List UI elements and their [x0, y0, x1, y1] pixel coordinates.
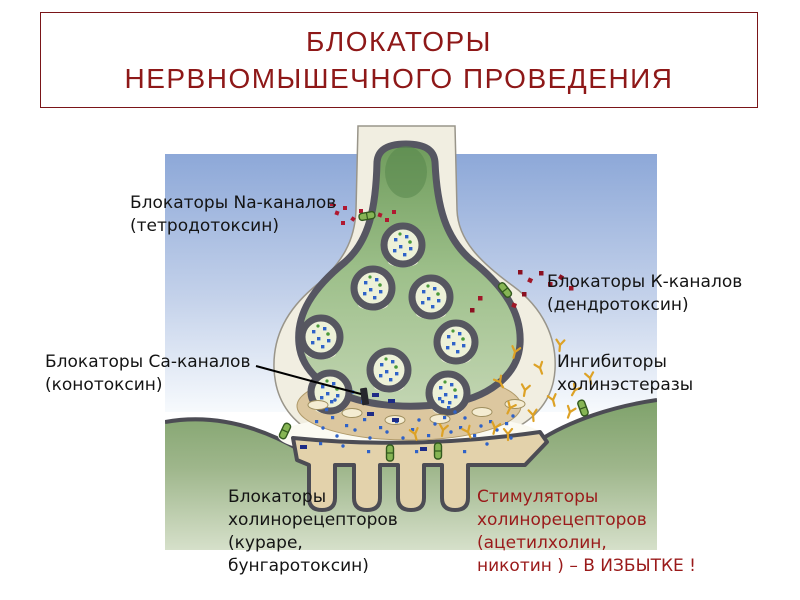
- label-line: Стимуляторы: [477, 487, 599, 507]
- synaptic-vesicle-icon: [437, 323, 475, 364]
- synaptic-vesicle-icon: [302, 318, 340, 359]
- synaptic-vesicle-icon: [370, 351, 408, 392]
- acetylcholine-receptor-icon: [433, 442, 443, 460]
- muscle-membrane-right: [535, 398, 657, 444]
- label-line: (дендротоксин): [547, 295, 689, 315]
- title-line-1: БЛОКАТОРЫ: [306, 26, 492, 57]
- synaptic-vesicle-icon: [354, 269, 392, 310]
- label-cholinoreceptor-blockers: Блокаторы холинорецепторов (кураре, бунг…: [228, 486, 398, 578]
- axon-shade: [385, 146, 427, 198]
- label-ca-channel-blockers: Блокаторы Са-каналов (конотоксин): [45, 351, 250, 397]
- label-line: (ацетилхолин,: [477, 533, 607, 553]
- label-line: Ингибиторы: [557, 352, 667, 372]
- label-line: холинорецепторов: [228, 510, 398, 530]
- postsynaptic-membrane-folds: [291, 430, 549, 512]
- tetrodotoxin-dots: [330, 204, 396, 225]
- synaptic-vesicle-icon: [412, 278, 450, 319]
- label-line: холинорецепторов: [477, 510, 647, 530]
- label-line: Блокаторы Са-каналов: [45, 352, 251, 372]
- label-na-channel-blockers: Блокаторы Na-каналов (тетродотоксин): [130, 192, 336, 238]
- synapse-diagram: [165, 125, 657, 550]
- label-line: (конотоксин): [45, 375, 163, 395]
- dendrotoxin-dots: [470, 270, 574, 313]
- calcium-channel-icon: [360, 387, 370, 406]
- label-cholinoreceptor-stimulators: Стимуляторы холинорецепторов (ацетилхоли…: [477, 486, 696, 578]
- label-line: Блокаторы Na-каналов: [130, 193, 337, 213]
- label-line: (кураре,: [228, 533, 303, 553]
- synaptic-vesicle-icon: [384, 226, 422, 267]
- acetylcholine-receptor-icon: [385, 444, 395, 462]
- label-line: Блокаторы: [228, 487, 327, 507]
- title-line-2: НЕРВНОМЫШЕЧНОГО ПРОВЕДЕНИЯ: [124, 63, 674, 94]
- label-line: никотин ) – В ИЗБЫТКЕ !: [477, 556, 696, 576]
- label-line: Блокаторы К-каналов: [547, 272, 743, 292]
- pointer-line: [255, 365, 362, 395]
- title-box: БЛОКАТОРЫ НЕРВНОМЫШЕЧНОГО ПРОВЕДЕНИЯ: [40, 12, 758, 108]
- ach-vesicle-packets: [300, 393, 427, 451]
- label-line: бунгаротоксин): [228, 556, 369, 576]
- label-line: (тетродотоксин): [130, 216, 279, 236]
- label-k-channel-blockers: Блокаторы К-каналов (дендротоксин): [547, 271, 742, 317]
- label-cholinesterase-inhibitors: Ингибиторы холинэстеразы: [557, 351, 693, 397]
- label-line: холинэстеразы: [557, 375, 694, 395]
